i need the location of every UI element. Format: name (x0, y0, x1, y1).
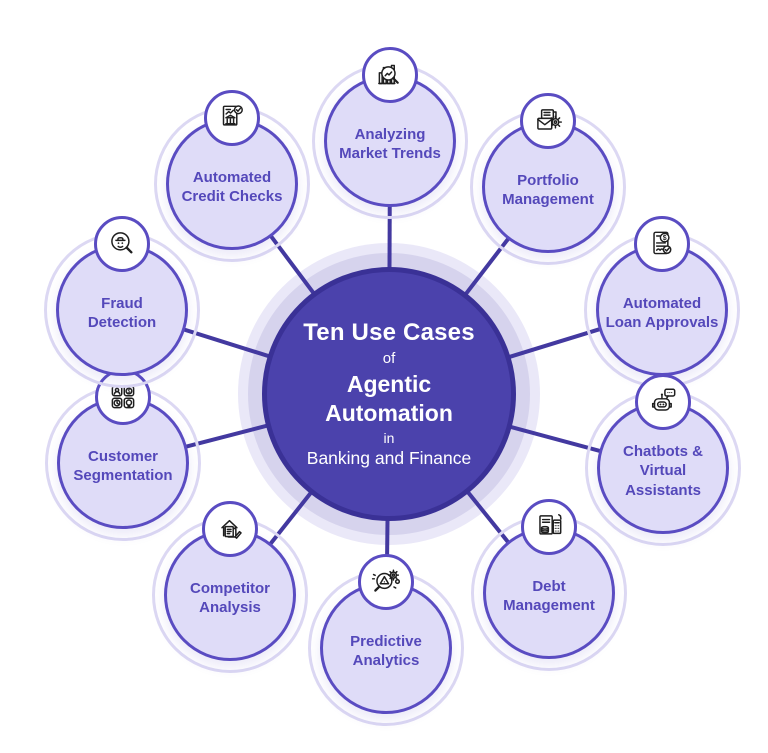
center-subtitle-1: Agentic (346, 371, 432, 398)
node-label: Chatbots & Virtual Assistants (623, 442, 703, 499)
house-documents-pencil-icon (221, 519, 242, 539)
node-circle: Analyzing Market Trends (324, 75, 456, 207)
documents-envelope-gear-icon (537, 109, 563, 130)
node-icon-badge (202, 501, 258, 557)
svg-text:$: $ (663, 235, 667, 242)
center-subtitle-2: Automation (325, 399, 453, 426)
center-circle: Ten Use Cases of Agentic Automation in B… (262, 267, 516, 521)
segmentation-grid-icon: $ (111, 385, 135, 409)
magnifier-gears-analytics-icon (371, 569, 401, 592)
node-label: Customer Segmentation (73, 447, 173, 485)
credit-report-check-icon (222, 105, 243, 126)
node-icon-badge (521, 499, 577, 555)
node-label: Predictive Analytics (350, 632, 422, 670)
spy-magnifier-icon (111, 232, 133, 254)
node-icon-badge: $ (634, 216, 690, 272)
node-label: Portfolio Management (502, 171, 594, 209)
center-title: Ten Use Cases (303, 319, 475, 347)
node-icon-badge (358, 554, 414, 610)
center-of: of (382, 350, 396, 368)
chatbot-robot-speech-icon (651, 388, 676, 411)
node-icon-badge (520, 93, 576, 149)
node-label: Analyzing Market Trends (339, 125, 441, 163)
node-icon-badge (362, 47, 418, 103)
center-domain: Banking and Finance (306, 447, 472, 468)
node-label: Automated Credit Checks (181, 168, 283, 206)
node-circle: Automated Credit Checks (166, 118, 298, 250)
svg-text:$: $ (127, 389, 130, 395)
node-icon-badge (94, 216, 150, 272)
node-label: Fraud Detection (87, 294, 157, 332)
invoice-calculator-coins-icon (539, 514, 562, 535)
loan-document-dollar-check-icon: $ (653, 231, 672, 255)
node-icon-badge (635, 374, 691, 430)
node-label: Automated Loan Approvals (605, 294, 719, 332)
node-label: Debt Management (503, 577, 595, 615)
center-in: in (383, 429, 395, 446)
node-label: Competitor Analysis (190, 579, 270, 617)
node-icon-badge (204, 90, 260, 146)
market-trends-chart-magnifier-icon (378, 64, 399, 85)
